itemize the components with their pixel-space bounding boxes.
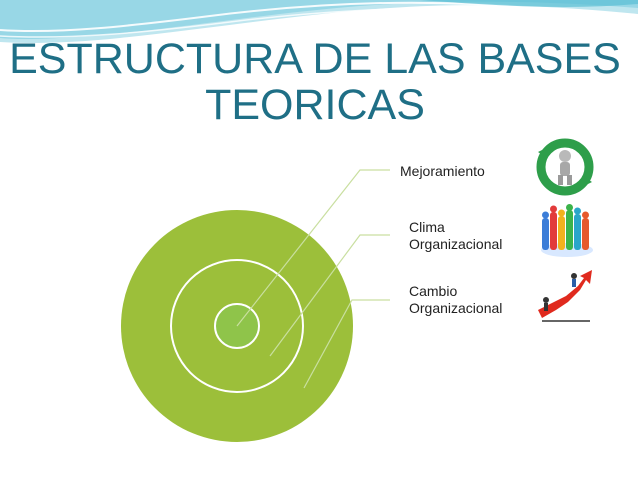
label-mejoramiento: Mejoramiento bbox=[400, 163, 485, 180]
leader-line-clima bbox=[269, 234, 390, 357]
label-cambio-line-2: Organizacional bbox=[409, 300, 503, 316]
label-mejoramiento-text: Mejoramiento bbox=[400, 163, 485, 179]
change-growth-image bbox=[534, 266, 598, 326]
title-line-2: TEORICAS bbox=[205, 81, 425, 129]
label-clima-line-2: Organizacional bbox=[409, 236, 503, 252]
slide-title: ESTRUCTURA DE LAS BASES TEORICAS bbox=[0, 36, 630, 128]
team-people-image bbox=[536, 204, 598, 260]
title-line-1: ESTRUCTURA DE LAS BASES bbox=[9, 35, 621, 83]
label-cambio-line-1: Cambio bbox=[409, 283, 458, 299]
leader-line-mejoramiento bbox=[236, 169, 390, 327]
header-wave-decoration bbox=[0, 0, 638, 43]
improvement-cycle-image bbox=[534, 138, 596, 196]
label-cambio-organizacional: Cambio Organizacional bbox=[409, 283, 502, 317]
leader-line-cambio bbox=[303, 299, 390, 389]
label-clima-line-1: Clima bbox=[409, 219, 445, 235]
label-clima-organizacional: Clima Organizacional bbox=[409, 219, 502, 253]
